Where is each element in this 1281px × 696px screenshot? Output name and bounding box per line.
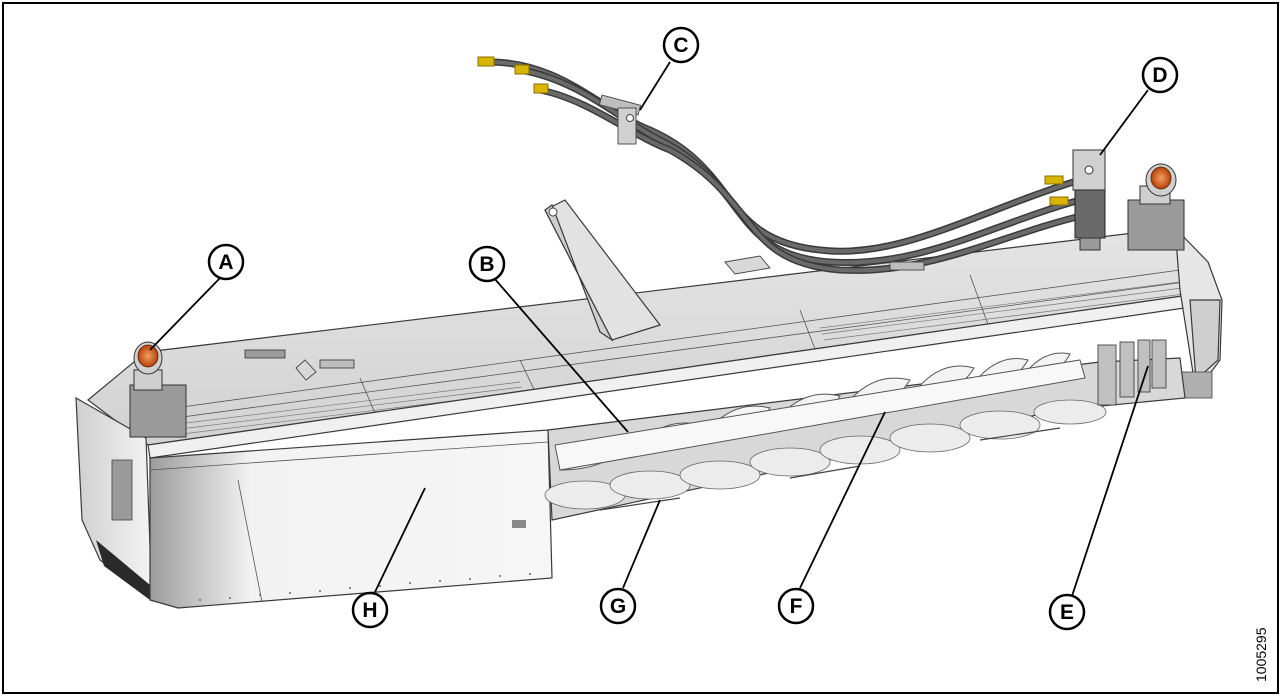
callout-h: H (351, 591, 389, 629)
support-arm (544, 199, 661, 342)
callout-e: E (1048, 593, 1086, 631)
leader-line-e (1071, 365, 1149, 597)
callout-a: A (207, 243, 245, 281)
leader-line-f (799, 411, 886, 589)
callout-b-label: B (479, 253, 494, 276)
auger-assembly (544, 339, 1186, 521)
callout-c: C (662, 26, 700, 64)
header-frame (75, 226, 1223, 609)
callout-f-label: F (790, 595, 803, 618)
callout-a-label: A (218, 251, 233, 274)
left-lamp (129, 341, 187, 438)
leader-line-b (493, 277, 629, 433)
leader-line-c (639, 61, 671, 111)
callout-g: G (599, 587, 637, 625)
document-number: 1005295 (1253, 627, 1269, 682)
callout-e-label: E (1060, 601, 1074, 624)
valve-block (1072, 149, 1106, 251)
leader-line-h (374, 487, 426, 593)
callout-d-label: D (1152, 64, 1167, 87)
deck-attachments (244, 255, 925, 381)
callout-h-label: H (362, 599, 377, 622)
leader-line-g (622, 499, 661, 589)
callout-f: F (777, 587, 815, 625)
leader-line-a (149, 277, 221, 351)
callout-b: B (468, 245, 506, 283)
callout-g-label: G (610, 595, 626, 618)
hose-clamp (598, 94, 642, 145)
callout-d: D (1141, 56, 1179, 94)
right-lamp (1127, 163, 1185, 251)
callout-c-label: C (673, 34, 688, 57)
leader-line-d (1099, 89, 1149, 156)
